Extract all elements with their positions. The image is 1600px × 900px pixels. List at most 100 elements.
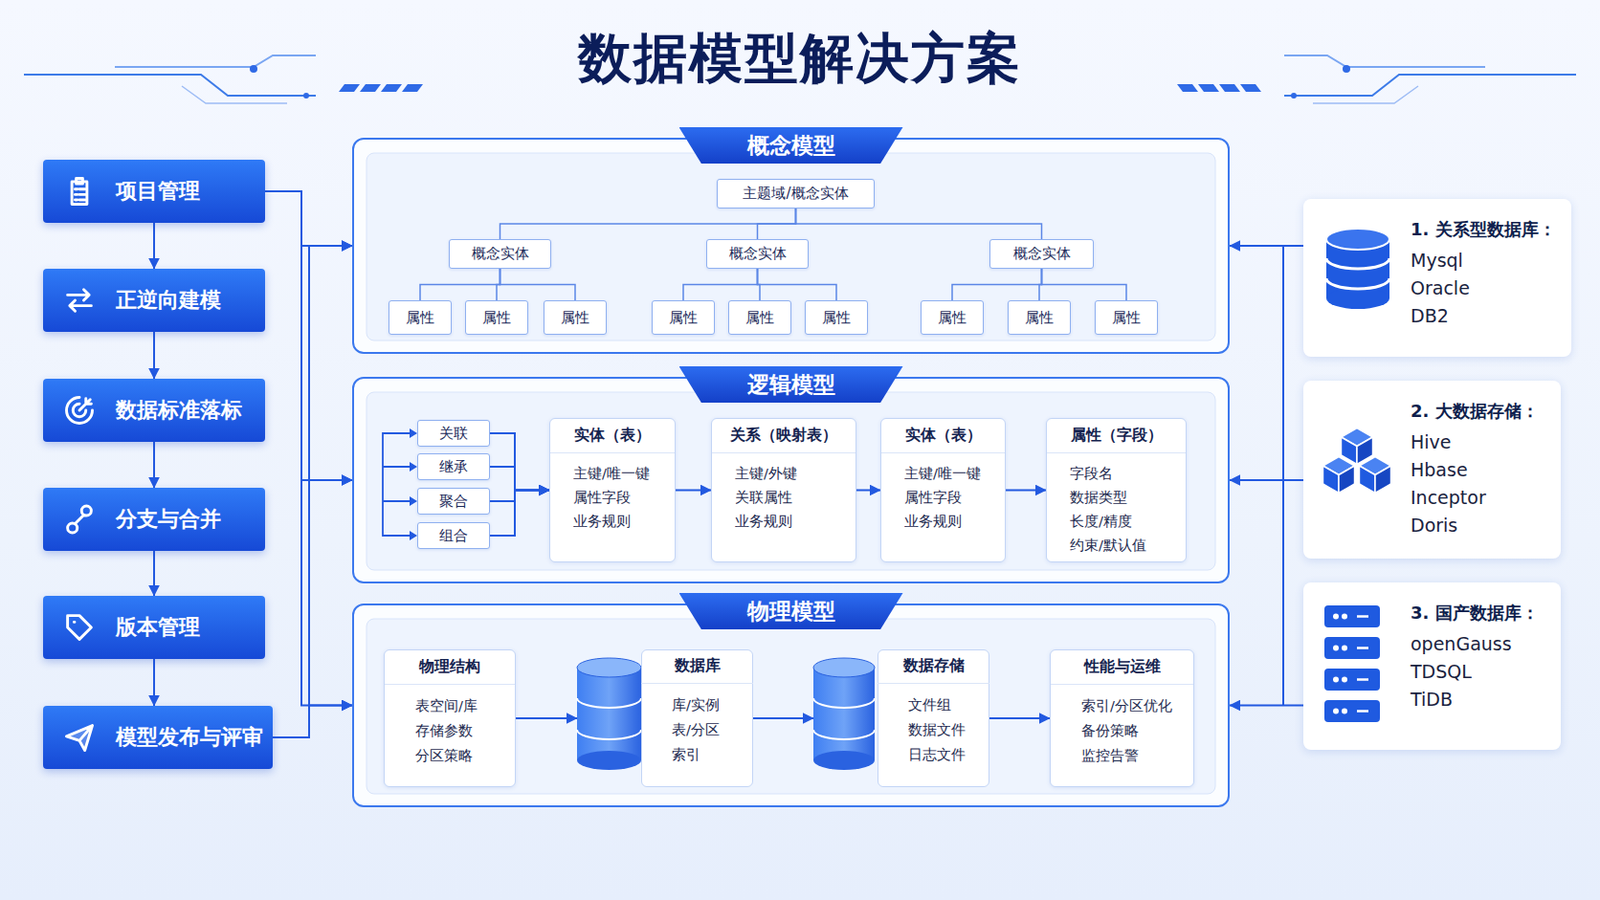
card-item: Mysql [1410,246,1572,275]
flow-arrow [856,489,881,492]
icon-shape [1375,466,1392,494]
card-item: 主键/外键 [711,462,856,487]
entity-card: 关系（映射表）主键/外键关联属性业务规则 [711,418,857,563]
box-label: 概念实体 [471,244,530,264]
card-item: 字段名 [1046,462,1186,487]
bracket-arrowheads [409,428,418,541]
item-box: 属性 [465,300,529,335]
cylinder-top [577,658,642,678]
panel-title: 逻辑模型 [679,366,904,403]
step-icon [62,720,97,756]
box-label: 属性 [937,309,967,328]
step-icon [62,502,97,537]
panel-ground [352,137,1230,355]
card-item: 数据文件 [877,717,990,743]
card-item: Hbase [1410,456,1561,485]
tree-line [420,268,501,301]
step-icon [62,393,97,428]
deco-dot [303,92,310,99]
panel-title: 物理模型 [679,593,904,630]
card-item: TiDB [1410,686,1561,714]
card-item: 主键/唯一键 [881,462,1005,487]
card-heading: 数据存储 [877,649,990,685]
box-label: 概念实体 [729,244,787,264]
box-label: 属性 [1024,309,1054,328]
flow-arrow [1229,705,1304,708]
physical-card: 性能与运维索引/分区优化备份策略监控告警 [1049,649,1195,788]
deco-line [23,74,316,96]
icon-stroke [66,398,93,424]
database-cylinder [577,658,642,771]
flow-arrow [153,551,156,597]
item-box: 组合 [417,522,490,550]
card-item: 属性字段 [881,486,1005,511]
deco-dot [1342,65,1351,73]
process-step-box: 模型发布与评审 [43,706,273,770]
icon-shape [1333,677,1339,684]
box-label: 概念实体 [1013,244,1071,264]
flow-arrow [153,659,156,707]
deco-line [1284,74,1577,96]
card-item: 备份策略 [1050,718,1194,744]
icon-stroke [67,289,92,312]
entity-card: 属性（字段）字段名数据类型长度/精度约束/默认值 [1045,418,1187,563]
flow-arrow [265,191,353,246]
card-item: 文件组 [877,692,990,718]
item-box: 聚合 [417,488,490,515]
box-label: 属性 [405,309,435,328]
deco-stripes [1177,84,1262,92]
card-item: 业务规则 [550,510,675,534]
box-label: 属性 [668,309,698,328]
box-label: 继承 [439,458,468,477]
card-item: 关联属性 [711,486,856,511]
card-heading: 性能与运维 [1050,650,1194,686]
process-step-box: 版本管理 [43,596,266,660]
server-icon [1322,603,1384,729]
item-box: 属性 [651,300,715,335]
deco-line [1284,55,1486,67]
box-label: 聚合 [439,492,468,512]
box-label: 项目管理 [115,177,200,206]
icon-shape [1341,677,1348,684]
item-box: 关联 [417,420,490,447]
tree-line [500,208,797,240]
card-heading: 2. 大数据存储： [1410,400,1561,423]
flow-arrow [272,706,353,739]
process-step-box: 项目管理 [43,159,266,223]
cylinder-top [813,658,875,678]
icon-stroke [71,178,88,205]
box-label: 属性 [560,309,590,328]
deco-stripes [338,84,423,92]
item-box: 属性 [804,300,868,335]
icon-shape [1358,466,1376,494]
flow-arrow [489,490,550,503]
card-heading: 物理结构 [384,650,515,686]
cylinder-base [813,751,875,771]
card-item: 索引 [641,742,754,768]
process-step-box: 分支与合并 [43,488,266,552]
deco-line [181,86,288,104]
card-item: 业务规则 [711,510,856,534]
panel-title: 概念模型 [679,127,904,164]
panel-ground [352,603,1230,808]
icon-shape [1326,258,1390,289]
model-panel: 逻辑模型关联继承聚合组合实体（表）主键/唯一键属性字段业务规则关系（映射表）主键… [352,377,1230,584]
tree-line [500,268,577,301]
database-icon [1324,227,1394,314]
card-item: 分区策略 [384,743,515,769]
cubes-icon [1318,423,1396,511]
card-item: openGauss [1410,630,1561,659]
icon-shape [1326,288,1390,310]
icon-shape [1322,466,1339,494]
card-item: Inceptor [1410,484,1561,512]
flow-arrow [153,442,156,489]
icon-shape [1341,645,1348,652]
entity-card: 实体（表）主键/唯一键属性字段业务规则 [880,418,1006,563]
panel-ground [352,377,1230,584]
tree-line [952,268,1043,301]
title-decoration [1177,55,1577,104]
cylinder-bands [813,698,875,740]
item-box: 属性 [388,300,452,335]
icon-shape [1324,637,1380,660]
cylinder-body [577,667,642,761]
